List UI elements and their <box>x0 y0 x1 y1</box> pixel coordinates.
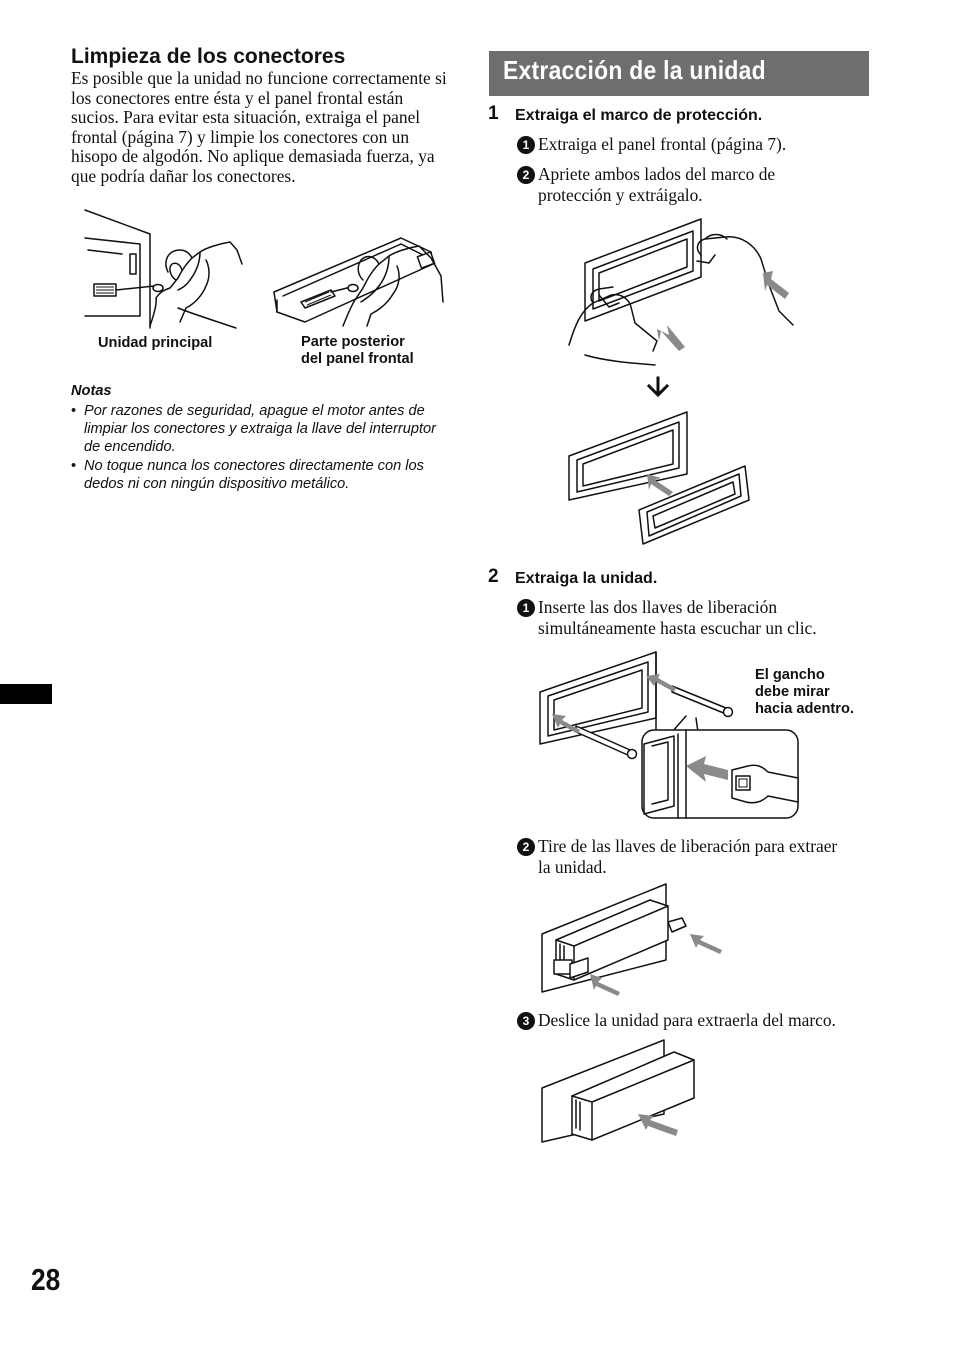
side-tab-marker <box>0 684 52 704</box>
note-item: Por razones de seguridad, apague el moto… <box>71 402 456 457</box>
substep-text-line1: Apriete ambos lados del marco de <box>538 164 776 184</box>
substep-text-line2: simultáneamente hasta escuchar un clic. <box>538 618 817 638</box>
caption-main-unit: Unidad principal <box>98 335 213 351</box>
notes-title: Notas <box>71 383 112 399</box>
substep-text-line1: Tire de las llaves de liberación para ex… <box>538 836 838 856</box>
illustration-panel-back-cleaning <box>273 237 444 327</box>
illustration-frame-removed <box>568 411 750 545</box>
section-heading-cleaning: Limpieza de los conectores <box>71 45 346 68</box>
substep-text: Inserte las dos llaves de liberación sim… <box>538 597 817 639</box>
caption-panel-back-line2: del panel frontal <box>301 351 414 367</box>
substep-marker: 2 <box>517 838 535 856</box>
substep-marker: 2 <box>517 166 535 184</box>
note-item: No toque nunca los conectores directamen… <box>71 457 456 493</box>
illustration-pull-keys <box>541 883 722 996</box>
caption-panel-back-line1: Parte posterior <box>301 334 405 350</box>
substep-text: Deslice la unidad para extraerla del mar… <box>538 1010 836 1030</box>
section-title: Extracción de la unidad <box>503 55 766 85</box>
illustration-slide-unit-out <box>541 1039 695 1143</box>
substep-text-line2: protección y extráigalo. <box>538 185 703 205</box>
section-title-bar <box>489 51 869 96</box>
hook-note: El gancho debe mirar hacia adentro. <box>755 667 854 718</box>
step-title: Extraiga el marco de protección. <box>515 107 763 124</box>
substep-marker: 1 <box>517 599 535 617</box>
hook-note-line3: hacia adentro. <box>755 701 854 717</box>
step-number: 2 <box>488 566 499 587</box>
notes-list: Por razones de seguridad, apague el moto… <box>71 402 456 493</box>
cleaning-body-text: Es posible que la unidad no funcione cor… <box>71 68 447 186</box>
illustration-main-unit-cleaning <box>84 209 243 329</box>
illustration-squeeze-frame <box>568 218 794 366</box>
substep-marker: 1 <box>517 136 535 154</box>
hook-note-line1: El gancho <box>755 667 825 683</box>
substep-text: Tire de las llaves de liberación para ex… <box>538 836 837 878</box>
step-number: 1 <box>488 103 499 124</box>
hook-note-line2: debe mirar <box>755 684 830 700</box>
arrow-down-icon <box>646 376 670 398</box>
substep-text-line1: Inserte las dos llaves de liberación <box>538 597 778 617</box>
substep-text: Extraiga el panel frontal (página 7). <box>538 134 787 154</box>
caption-panel-back: Parte posterior del panel frontal <box>301 334 414 368</box>
illustration-insert-release-keys <box>539 651 799 819</box>
step-title: Extraiga la unidad. <box>515 570 658 587</box>
substep-marker: 3 <box>517 1012 535 1030</box>
substep-text-line2: la unidad. <box>538 857 607 877</box>
substep-text: Apriete ambos lados del marco de protecc… <box>538 164 775 206</box>
page-number: 28 <box>31 1262 61 1297</box>
